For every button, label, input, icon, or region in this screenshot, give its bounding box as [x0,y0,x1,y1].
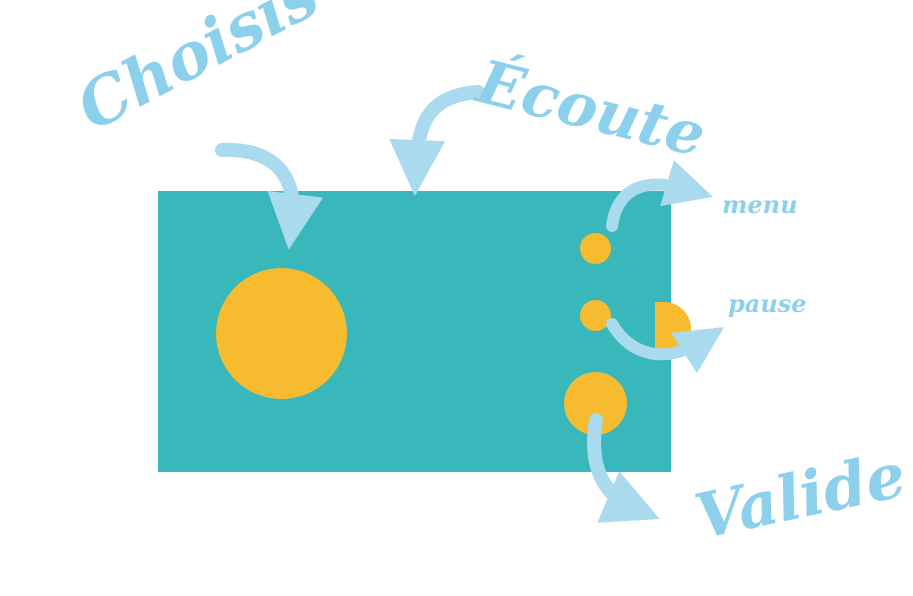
curved-arrow-icon [606,318,725,374]
pause-label: pause [728,289,807,318]
pause-button [580,300,611,331]
menu-label: menu [722,190,798,219]
curved-arrow-icon [215,142,324,250]
curved-arrow-icon [587,413,660,523]
menu-button [580,233,611,264]
curved-arrow-icon [606,160,713,232]
curved-arrow-icon [389,85,485,196]
choose-wheel-button [216,268,347,399]
